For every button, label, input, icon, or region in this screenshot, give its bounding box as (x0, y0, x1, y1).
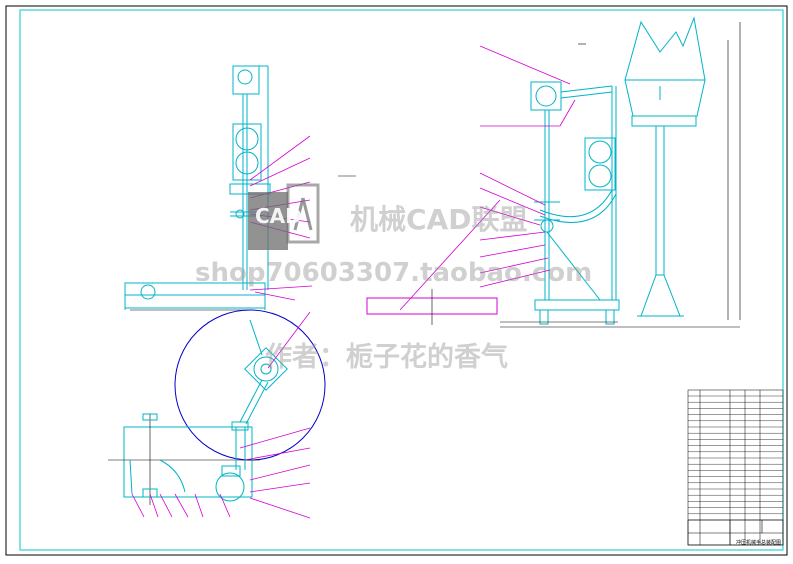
plan-view-parts (108, 319, 288, 505)
torch-stand-view (624, 16, 706, 317)
side-elevation-dimensions (500, 22, 741, 328)
parts-list-rows (688, 395, 783, 521)
cad-logo-watermark: CAD (243, 180, 323, 250)
outer-sheet-border (5, 5, 788, 556)
inner-sheet-border (19, 9, 784, 551)
plan-view-leaders (131, 311, 311, 519)
plan-view (174, 309, 326, 461)
watermark-brand: 机械CAD联盟 (350, 203, 528, 236)
parts-list-table (687, 389, 784, 546)
watermark-author: 作者：栀子花的香气 (265, 342, 508, 373)
front-elevation-view (124, 65, 271, 310)
watermark-shop: shop70603307.taobao.com (195, 258, 593, 288)
front-elevation-dimension (130, 175, 356, 311)
title-block (687, 519, 784, 546)
title-block-title: 冲压机械手总装配图 (736, 539, 781, 546)
side-elevation-leaders (399, 45, 576, 311)
cad-logo-text: CAD (255, 204, 302, 228)
work-table (366, 289, 498, 325)
